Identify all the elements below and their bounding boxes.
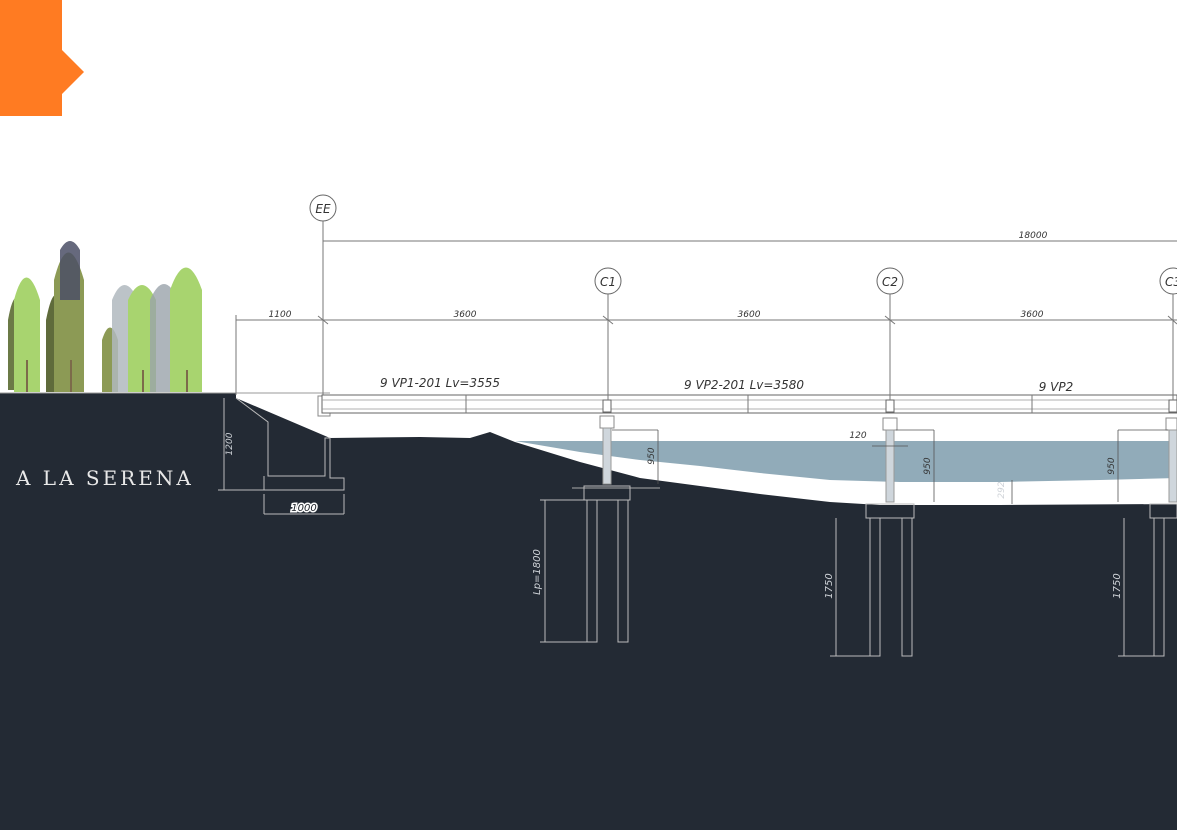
axis-marker-ee: EE <box>309 194 337 395</box>
dim-total: 18000 <box>1019 231 1048 241</box>
svg-text:C2: C2 <box>882 275 898 289</box>
dim-scour: 292 <box>997 481 1007 498</box>
ground-mass <box>0 393 1177 830</box>
svg-text:C3: C3 <box>1165 275 1177 289</box>
axis-marker-c1: C1 <box>594 267 622 400</box>
place-label: A LA SERENA <box>16 466 194 490</box>
dim-span1: 3600 <box>454 310 477 320</box>
dim-footing-width: 1000 <box>291 503 316 514</box>
tree-icon <box>8 277 40 392</box>
axis-marker-c3: C3 <box>1159 267 1177 400</box>
beam-label-span1: 9 VP1-201 Lv=3555 <box>380 376 500 390</box>
svg-text:EE: EE <box>315 202 331 216</box>
dim-pile2: 1750 <box>824 573 835 598</box>
svg-text:C1: C1 <box>600 275 616 289</box>
dim-water3: 950 <box>1107 457 1117 474</box>
dim-span2: 3600 <box>738 310 761 320</box>
dim-pier-width: 120 <box>849 431 866 441</box>
tree-icon <box>46 241 84 392</box>
bridge-deck <box>321 394 1177 414</box>
dim-span3: 3600 <box>1021 310 1044 320</box>
pier-c2 <box>865 399 915 657</box>
beam-label-span2: 9 VP2-201 Lv=3580 <box>684 378 804 392</box>
beam-label-span3: 9 VP2 <box>1039 380 1074 394</box>
dim-water1: 950 <box>647 447 657 464</box>
arrow-tab-icon <box>0 0 84 116</box>
tree-icon <box>102 267 202 392</box>
abutment <box>235 397 345 491</box>
river-water <box>515 441 1177 482</box>
dim-pile1: Lp=1800 <box>532 549 543 595</box>
axis-marker-c2: C2 <box>876 267 904 400</box>
dim-abutment-height: 1200 <box>225 432 235 455</box>
pier-c1 <box>572 399 660 643</box>
dim-water2: 950 <box>923 457 933 474</box>
dim-pile3: 1750 <box>1112 573 1123 598</box>
dim-left-overhang: 1100 <box>269 310 292 320</box>
